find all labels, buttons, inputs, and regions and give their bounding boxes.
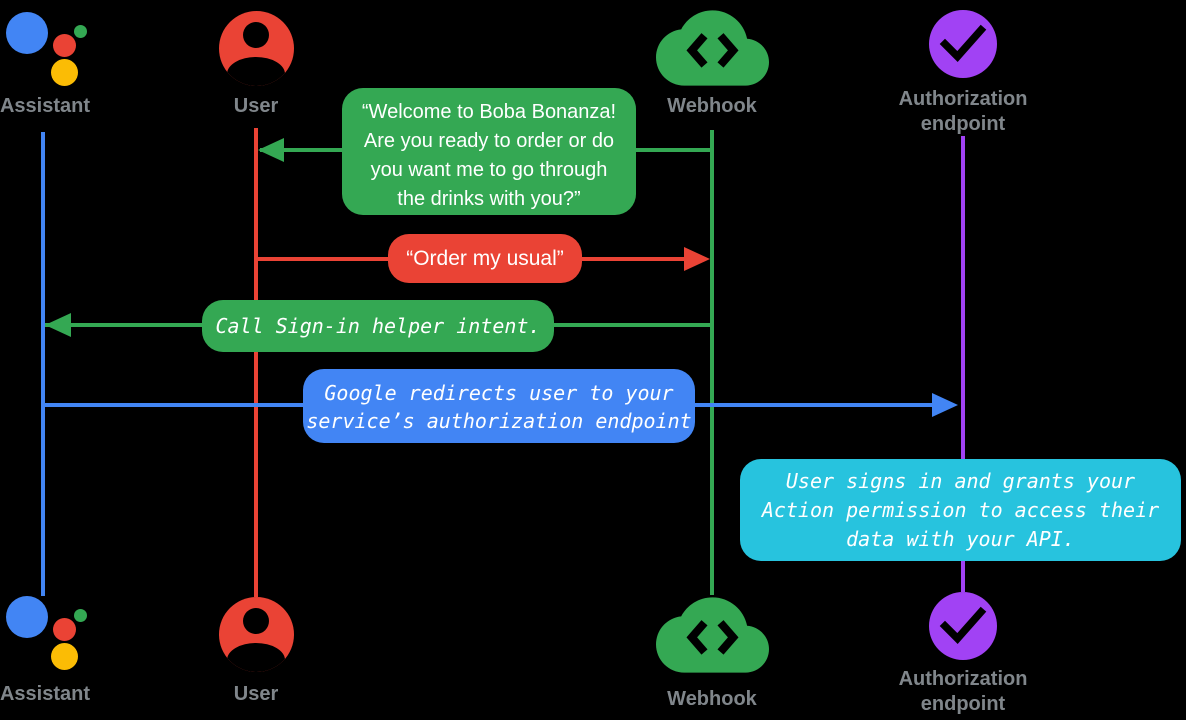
assistant-blue-dot xyxy=(6,12,48,54)
assistant-green-dot xyxy=(74,25,87,38)
assistant-lifeline xyxy=(41,132,45,596)
welcome-message-arrowhead xyxy=(258,138,284,162)
user-icon-head xyxy=(243,608,269,634)
message-line: service’s authorization endpoint xyxy=(306,409,692,433)
message-line: Are you ready to order or do xyxy=(363,130,615,152)
cloud-code-icon xyxy=(656,595,769,675)
webhook-label-bottom: Webhook xyxy=(667,688,757,710)
auth-endpoint-label-top: Authorization endpoint xyxy=(883,87,1043,137)
signin-message-bubble: Call Sign-in helper intent. xyxy=(202,300,554,352)
webhook-label-top: Webhook xyxy=(667,95,757,117)
order-message-arrowhead xyxy=(684,247,710,271)
assistant-label-bottom: Assistant xyxy=(0,683,91,705)
note-line: Action permission to access their xyxy=(761,498,1160,522)
google-assistant-icon xyxy=(6,10,98,90)
message-line: “Order my usual” xyxy=(406,247,564,270)
user-icon-body xyxy=(227,57,285,86)
assistant-red-dot xyxy=(53,618,76,641)
redirect-message-arrowhead xyxy=(932,393,958,417)
welcome-message-bubble: “Welcome to Boba Bonanza! Are you ready … xyxy=(342,88,636,215)
check-circle-icon xyxy=(929,10,997,78)
auth-label-line: endpoint xyxy=(920,113,1006,135)
auth-endpoint-lifeline xyxy=(961,136,965,592)
assistant-blue-dot xyxy=(6,596,48,638)
note-line: User signs in and grants your xyxy=(785,469,1136,493)
user-icon-body xyxy=(227,643,285,672)
assistant-red-dot xyxy=(53,34,76,57)
order-message-bubble: “Order my usual” xyxy=(388,234,582,283)
user-label-top: User xyxy=(233,95,279,117)
user-icon xyxy=(219,11,294,86)
user-icon xyxy=(219,597,294,672)
webhook-lifeline xyxy=(710,130,714,595)
redirect-message-bubble: Google redirects user to your service’s … xyxy=(303,369,695,443)
note-line: data with your API. xyxy=(846,527,1075,551)
user-label-bottom: User xyxy=(233,683,279,705)
message-line: “Welcome to Boba Bonanza! xyxy=(361,101,617,123)
signin-note-box: User signs in and grants your Action per… xyxy=(740,459,1181,561)
assistant-label-top: Assistant xyxy=(0,95,91,117)
message-line: the drinks with you?” xyxy=(397,188,581,210)
auth-label-line: Authorization xyxy=(898,668,1028,690)
check-circle-icon xyxy=(929,592,997,660)
auth-label-line: Authorization xyxy=(898,88,1028,110)
cloud-code-icon xyxy=(656,8,769,88)
assistant-yellow-dot xyxy=(51,59,78,86)
message-line: Call Sign-in helper intent. xyxy=(215,314,541,338)
google-assistant-icon xyxy=(6,594,98,674)
message-line: you want me to go through xyxy=(370,159,608,181)
signin-message-arrowhead xyxy=(45,313,71,337)
user-lifeline xyxy=(254,128,258,597)
assistant-green-dot xyxy=(74,609,87,622)
assistant-yellow-dot xyxy=(51,643,78,670)
auth-endpoint-label-bottom: Authorization endpoint xyxy=(883,667,1043,717)
message-line: Google redirects user to your xyxy=(324,381,674,405)
auth-label-line: endpoint xyxy=(920,693,1006,715)
user-icon-head xyxy=(243,22,269,48)
